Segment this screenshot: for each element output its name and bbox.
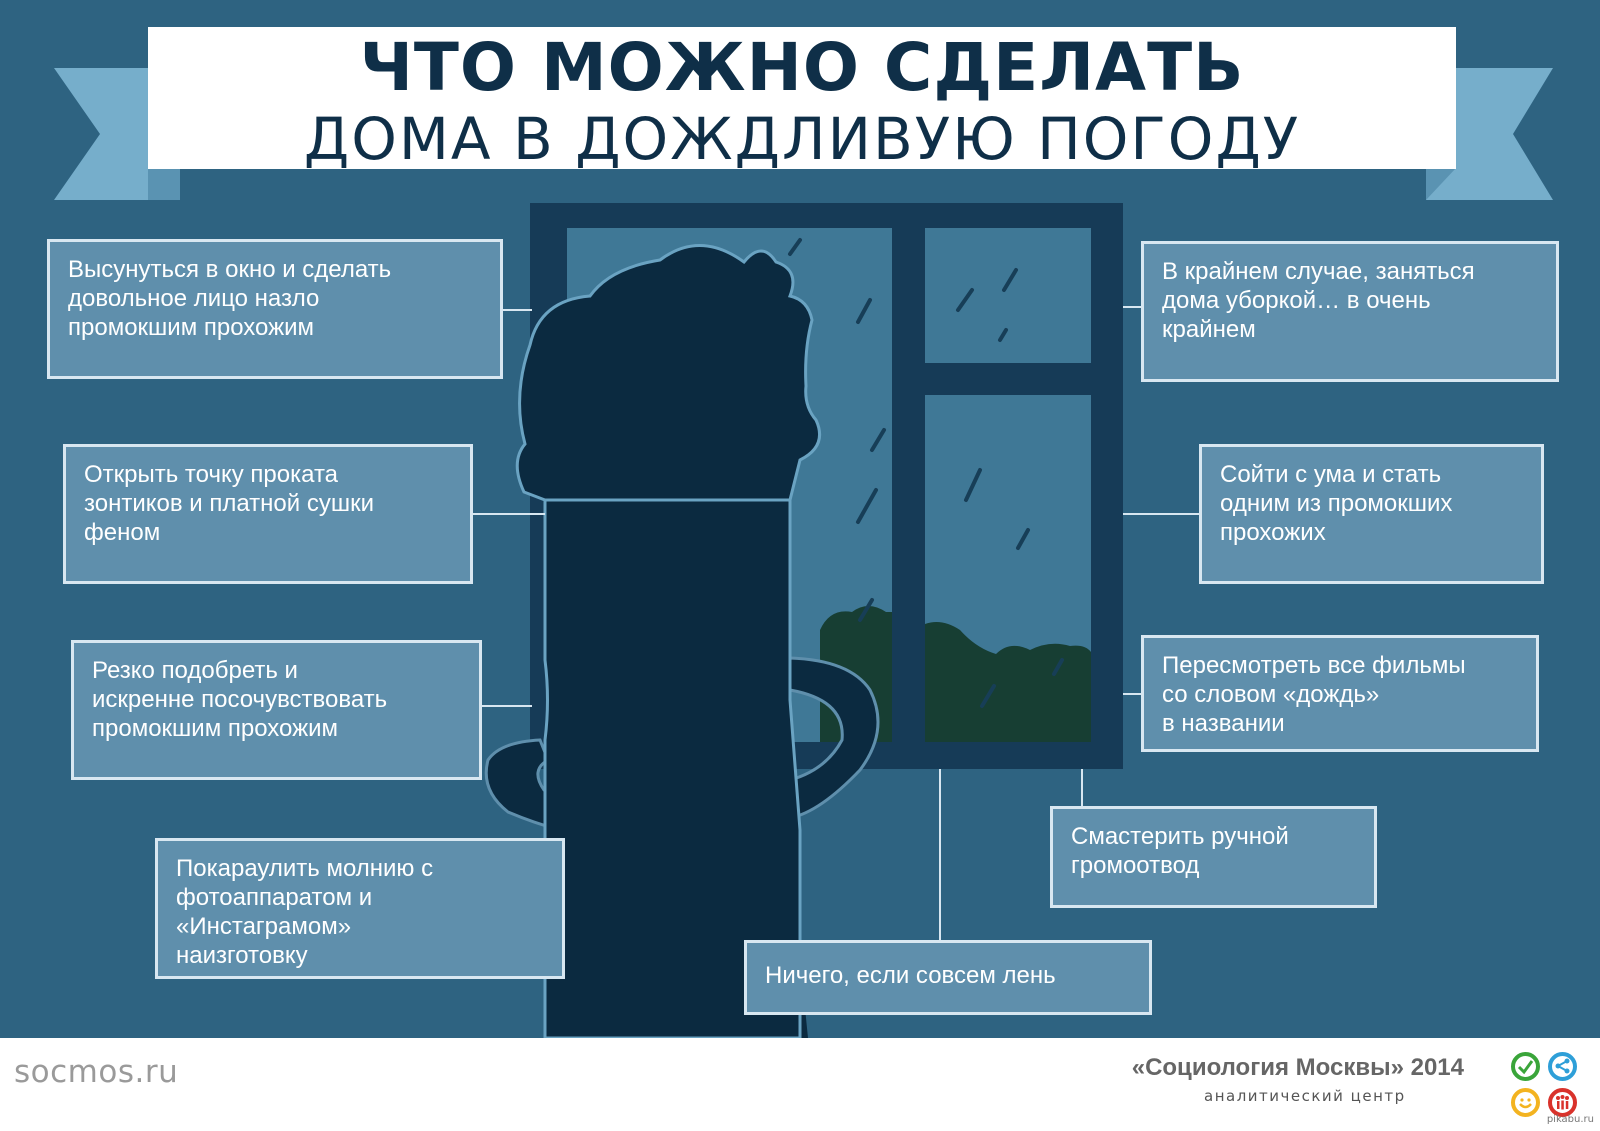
- share-logo-icon: [1548, 1052, 1577, 1081]
- site-url: socmos.ru: [14, 1054, 179, 1090]
- org-subtitle: аналитический центр: [1204, 1087, 1406, 1105]
- tip-nothing: Ничего, если совсем лень: [744, 940, 1152, 1015]
- title-banner: ЧТО МОЖНО СДЕЛАТЬ ДОМА В ДОЖДЛИВУЮ ПОГОД…: [148, 27, 1456, 169]
- tip-lightning-rod: Смастерить ручной громоотвод: [1050, 806, 1377, 908]
- title-sub: ДОМА В ДОЖДЛИВУЮ ПОГОДУ: [303, 105, 1301, 173]
- trees-right: [925, 622, 1091, 742]
- ribbon-right-fold: [1426, 168, 1456, 200]
- illustration: [54, 68, 1553, 1038]
- connectors: [472, 306, 1200, 942]
- tip-lean-out-window: Высунуться в окно и сделать довольное ли…: [47, 239, 503, 379]
- watermark: pikabu.ru: [1546, 1114, 1594, 1125]
- org-name: «Социология Москвы» 2014: [1131, 1054, 1464, 1081]
- people-logo-icon: [1548, 1088, 1577, 1117]
- tip-umbrella-rental: Открыть точку проката зонтиков и платной…: [63, 444, 473, 584]
- ribbon-left-fold: [148, 168, 180, 200]
- smile-logo-icon: [1511, 1088, 1540, 1117]
- tip-cleaning: В крайнем случае, заняться дома уборкой……: [1141, 241, 1559, 382]
- ribbon-right: [1426, 68, 1553, 200]
- tip-go-crazy: Сойти с ума и стать одним из промокших п…: [1199, 444, 1544, 584]
- tip-lightning-photo: Покараулить молнию с фотоаппаратом и «Ин…: [155, 838, 565, 979]
- check-logo-icon: [1511, 1052, 1540, 1081]
- title-main: ЧТО МОЖНО СДЕЛАТЬ: [359, 29, 1245, 106]
- window-pane-top-right: [925, 228, 1091, 363]
- footer: [0, 1038, 1600, 1131]
- tip-sympathize: Резко подобреть и искренне посочувствова…: [71, 640, 482, 780]
- tip-rain-films: Пересмотреть все фильмы со словом «дождь…: [1141, 635, 1539, 752]
